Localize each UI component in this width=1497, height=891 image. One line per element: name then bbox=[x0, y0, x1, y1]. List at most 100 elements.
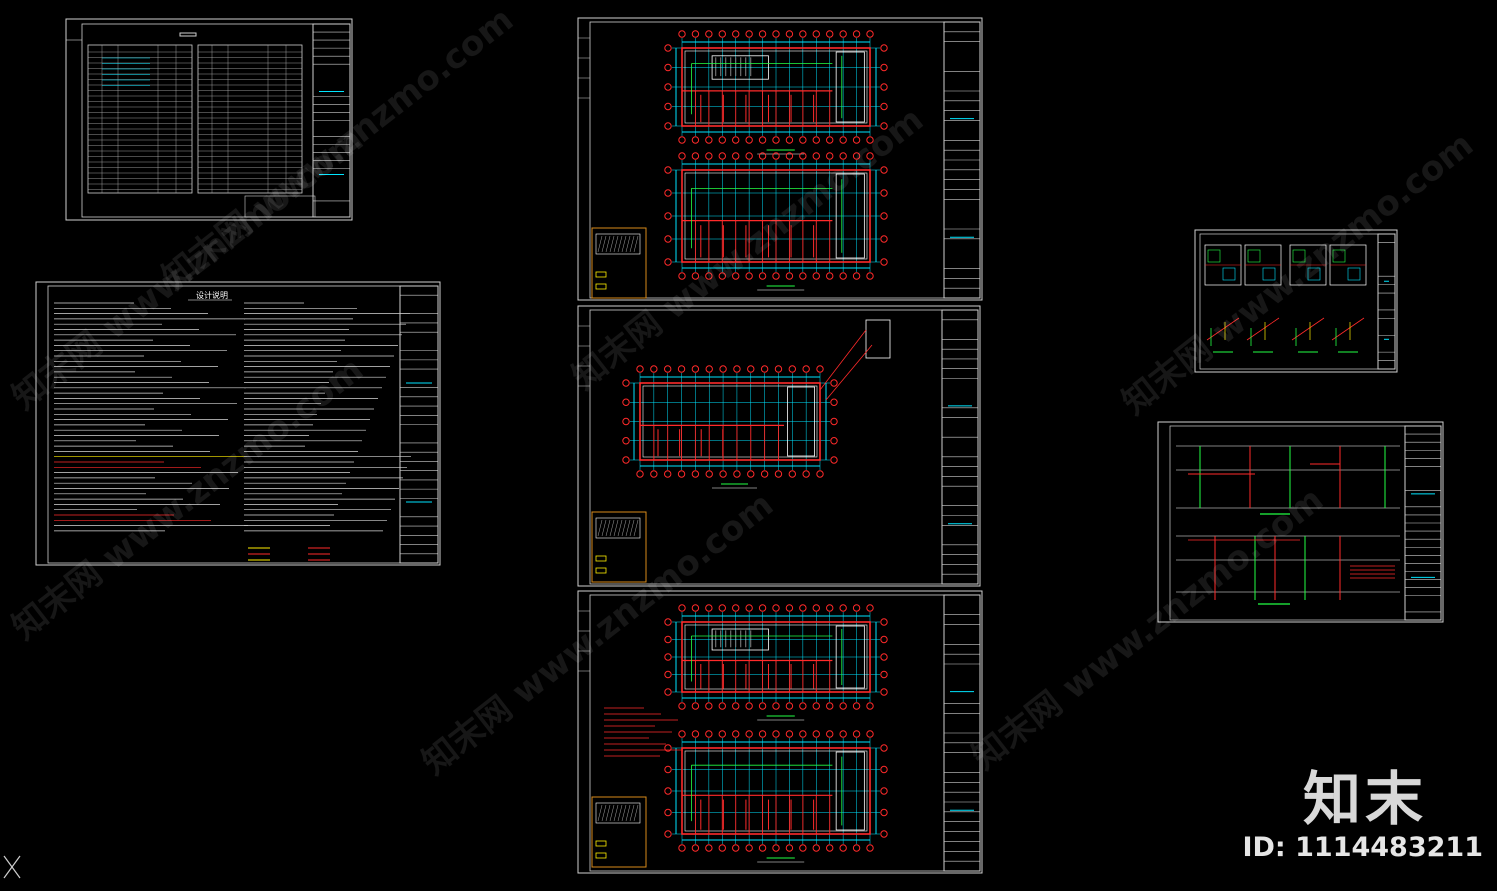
floor-plan-2[interactable] bbox=[665, 731, 887, 862]
axis-bubble bbox=[706, 31, 712, 37]
sheet-system-diagram[interactable] bbox=[1158, 422, 1443, 622]
hatch-box bbox=[596, 803, 640, 823]
hatch-line bbox=[610, 805, 614, 821]
axis-bubble bbox=[800, 273, 806, 279]
brand-logo: 知末 bbox=[1303, 752, 1427, 836]
sheet-design-notes[interactable]: 设计说明 bbox=[36, 282, 440, 565]
axis-bubble bbox=[664, 471, 670, 477]
axis-bubble bbox=[853, 153, 859, 159]
axis-bubble bbox=[773, 31, 779, 37]
axis-bubble bbox=[706, 366, 712, 372]
axis-bubble bbox=[665, 84, 671, 90]
axis-bubble bbox=[813, 153, 819, 159]
hatch-line bbox=[622, 520, 626, 536]
axis-bubble bbox=[692, 471, 698, 477]
axis-bubble bbox=[817, 471, 823, 477]
axis-bubble bbox=[746, 137, 752, 143]
axis-bubble bbox=[759, 31, 765, 37]
axis-bubble bbox=[665, 103, 671, 109]
fixture bbox=[1248, 250, 1260, 262]
axis-bubble bbox=[881, 636, 887, 642]
hatch-line bbox=[598, 520, 602, 536]
axis-bubble bbox=[786, 703, 792, 709]
brand-id-label: ID: 1114483211 bbox=[1242, 832, 1483, 863]
axis-bubble bbox=[800, 731, 806, 737]
axis-bubble bbox=[840, 731, 846, 737]
axis-bubble bbox=[679, 137, 685, 143]
floor-plan-1[interactable] bbox=[623, 366, 837, 488]
axis-bubble bbox=[761, 366, 767, 372]
legend-swatch bbox=[596, 841, 606, 846]
axis-bubble bbox=[761, 471, 767, 477]
axis-bubble bbox=[786, 273, 792, 279]
axis-bubble bbox=[853, 731, 859, 737]
axis-bubble bbox=[827, 273, 833, 279]
axis-bubble bbox=[759, 605, 765, 611]
axis-bubble bbox=[775, 471, 781, 477]
axis-bubble bbox=[840, 273, 846, 279]
axis-bubble bbox=[786, 845, 792, 851]
hatch-line bbox=[618, 236, 622, 252]
axis-bubble bbox=[803, 366, 809, 372]
sheet-drawing-index[interactable] bbox=[66, 19, 352, 220]
axis-bubble bbox=[706, 703, 712, 709]
axis-bubble bbox=[773, 605, 779, 611]
axis-bubble bbox=[719, 605, 725, 611]
axis-bubble bbox=[840, 137, 846, 143]
stamp-box bbox=[245, 196, 315, 217]
sheet-plan-bottom[interactable] bbox=[578, 591, 982, 873]
axis-bubble bbox=[665, 619, 671, 625]
sheet-plan-top[interactable] bbox=[578, 18, 982, 300]
axis-bubble bbox=[789, 471, 795, 477]
sheet-toilet-detail[interactable] bbox=[1195, 230, 1397, 372]
axis-bubble bbox=[773, 273, 779, 279]
index-table bbox=[198, 45, 302, 193]
axis-bubble bbox=[881, 236, 887, 242]
axis-bubble bbox=[827, 137, 833, 143]
hatch-box bbox=[596, 234, 640, 254]
hatch-line bbox=[626, 805, 630, 821]
floor-plan-1[interactable] bbox=[665, 605, 887, 720]
axis-bubble bbox=[692, 366, 698, 372]
legend-swatch bbox=[596, 272, 606, 277]
axis-bubble bbox=[679, 703, 685, 709]
axis-bubble bbox=[665, 671, 671, 677]
sheet-inner-frame bbox=[590, 310, 978, 584]
axis-bubble bbox=[706, 731, 712, 737]
axis-bubble bbox=[813, 845, 819, 851]
axis-bubble bbox=[679, 153, 685, 159]
axis-bubble bbox=[813, 137, 819, 143]
title-block bbox=[942, 310, 978, 584]
axis-bubble bbox=[867, 605, 873, 611]
fixture bbox=[1223, 268, 1235, 280]
axis-bubble bbox=[786, 31, 792, 37]
axis-bubble bbox=[817, 366, 823, 372]
axis-bubble bbox=[813, 731, 819, 737]
iso-pipe bbox=[1207, 318, 1239, 340]
floor-plan-1[interactable] bbox=[665, 31, 887, 154]
axis-bubble bbox=[719, 731, 725, 737]
axis-bubble bbox=[746, 153, 752, 159]
axis-bubble bbox=[827, 605, 833, 611]
hatch-line bbox=[630, 520, 634, 536]
axis-bubble bbox=[679, 31, 685, 37]
axis-bubble bbox=[773, 137, 779, 143]
legend-swatch bbox=[596, 853, 606, 858]
axis-bubble bbox=[831, 380, 837, 386]
axis-bubble bbox=[827, 731, 833, 737]
axis-bubble bbox=[623, 380, 629, 386]
axis-bubble bbox=[831, 438, 837, 444]
fixture bbox=[1293, 250, 1305, 262]
axis-bubble bbox=[623, 457, 629, 463]
axis-bubble bbox=[867, 703, 873, 709]
floor-plan-2[interactable] bbox=[665, 153, 887, 290]
axis-bubble bbox=[679, 605, 685, 611]
axis-bubble bbox=[853, 845, 859, 851]
axis-bubble bbox=[748, 366, 754, 372]
axis-bubble bbox=[827, 153, 833, 159]
sheet-inner-frame bbox=[1200, 234, 1378, 369]
axis-bubble bbox=[692, 31, 698, 37]
sheet-plan-middle[interactable] bbox=[578, 306, 980, 586]
